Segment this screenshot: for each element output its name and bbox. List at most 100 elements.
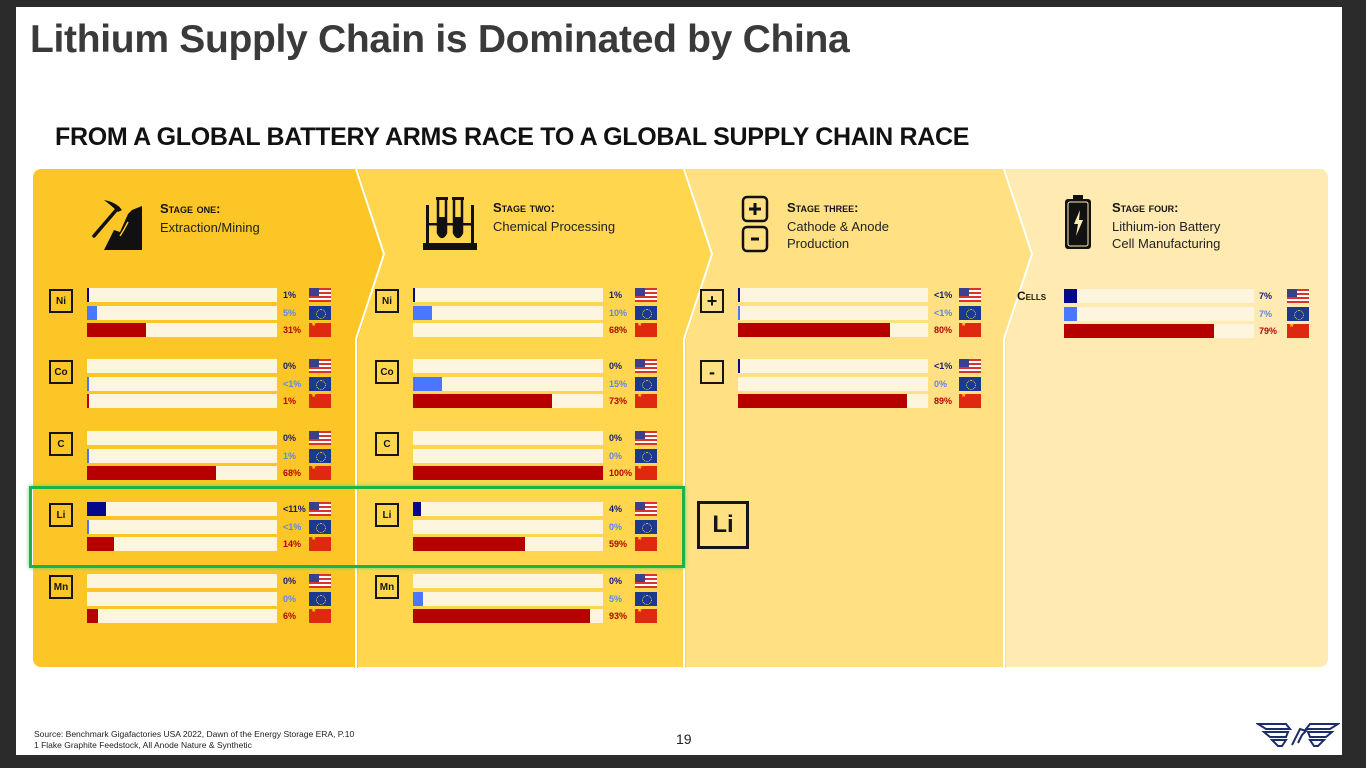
bar-fill-china <box>413 394 552 408</box>
bar-us <box>413 502 603 516</box>
bar-fill-us <box>1064 289 1078 303</box>
bar-fill-eu <box>87 376 89 391</box>
lithium-element-callout: Li <box>697 501 749 549</box>
us-flag-icon <box>635 359 657 373</box>
bar-china <box>413 394 603 408</box>
us-flag-icon <box>1287 289 1309 303</box>
value-label-china: 73% <box>609 396 628 406</box>
value-label-china: 31% <box>283 325 302 335</box>
eagle-logo-icon <box>1256 723 1340 747</box>
chevron-divider-3 <box>1002 169 1034 668</box>
bar-fill-china <box>413 609 590 623</box>
value-label-us: 0% <box>609 433 623 443</box>
bar-fill-china <box>738 323 890 337</box>
value-label-china: 59% <box>609 539 628 549</box>
pickaxe-mountain-icon <box>92 200 142 250</box>
value-label-china: 100% <box>609 468 633 478</box>
bar-fill-eu <box>413 305 432 320</box>
eu-flag-icon <box>309 305 331 320</box>
source-footnote: Source: Benchmark Gigafactories USA 2022… <box>34 729 355 739</box>
value-label-china: 68% <box>609 325 628 335</box>
bar-fill-china <box>413 537 526 551</box>
stage-two-description: Chemical Processing <box>493 219 616 234</box>
bar-fill-eu <box>87 305 97 320</box>
bar-china <box>413 609 603 623</box>
value-label-us: 0% <box>609 576 623 586</box>
bar-fill-china <box>87 323 146 337</box>
china-flag-icon <box>635 609 657 623</box>
bar-fill-eu <box>87 448 89 463</box>
stage-three-panel <box>684 169 1004 667</box>
chevron-divider-2 <box>682 169 714 668</box>
stage-three-description-line2: Production <box>787 236 850 251</box>
element-label-anode: - <box>700 360 724 384</box>
graphite-footnote: 1 Flake Graphite Feedstock, All Anode Na… <box>34 740 252 750</box>
china-flag-icon <box>309 609 331 623</box>
bar-fill-china <box>87 466 217 480</box>
page-number: 19 <box>676 731 692 747</box>
bar-fill-us <box>413 502 421 516</box>
eu-flag-icon <box>635 448 657 463</box>
bar-china <box>413 537 603 551</box>
element-label-c: C <box>49 432 73 456</box>
bar-us <box>1064 289 1254 303</box>
bar-china <box>1064 324 1254 338</box>
bar-us <box>87 359 277 373</box>
eu-flag-icon <box>635 591 657 606</box>
bar-china <box>738 394 928 408</box>
lithium-highlight-box <box>29 486 685 568</box>
element-label-mn: Mn <box>49 575 73 599</box>
value-label-eu: <1% <box>934 307 953 318</box>
eu-flag-icon <box>959 376 981 391</box>
element-label-ni: Ni <box>375 289 399 313</box>
bar-china <box>413 323 603 337</box>
value-label-china: 89% <box>934 396 953 406</box>
element-label-li: Li <box>375 503 399 527</box>
bar-eu <box>413 448 603 463</box>
value-label-china: 68% <box>283 468 302 478</box>
value-label-us: 0% <box>283 576 297 586</box>
value-label-us: 1% <box>609 290 623 300</box>
china-flag-icon <box>309 537 331 551</box>
bar-us <box>87 288 277 302</box>
bar-eu <box>413 591 603 606</box>
value-label-china: 79% <box>1259 326 1278 336</box>
element-label-co: Co <box>375 360 399 384</box>
value-label-eu: 0% <box>934 378 948 389</box>
us-flag-icon <box>959 288 981 302</box>
chevron-divider-1 <box>354 169 386 668</box>
value-label-eu: 5% <box>609 593 623 604</box>
value-label-eu: <1% <box>283 378 302 389</box>
bar-eu <box>87 448 277 463</box>
bar-us <box>413 288 603 302</box>
value-label-eu: 0% <box>609 450 623 461</box>
eu-flag-icon <box>309 448 331 463</box>
bar-fill-eu <box>1064 306 1078 321</box>
bar-eu <box>413 376 603 391</box>
bar-fill-us <box>738 359 740 373</box>
value-label-us: 0% <box>283 361 297 371</box>
value-label-eu: <1% <box>283 521 302 532</box>
value-label-china: 93% <box>609 611 628 621</box>
value-label-us: 0% <box>609 361 623 371</box>
test-tubes-icon <box>423 197 477 250</box>
bar-fill-china <box>87 609 99 623</box>
stage-three-title: Stage three: <box>787 200 859 215</box>
us-flag-icon <box>635 431 657 445</box>
stage-three-description-line1: Cathode & Anode <box>787 219 889 234</box>
us-flag-icon <box>309 574 331 588</box>
bar-eu <box>738 305 928 320</box>
china-flag-icon <box>1287 324 1309 338</box>
value-label-eu: 10% <box>609 307 628 318</box>
stage-four-description-line2: Cell Manufacturing <box>1112 236 1221 251</box>
bar-fill-eu <box>738 305 740 320</box>
china-flag-icon <box>635 394 657 408</box>
china-flag-icon <box>959 323 981 337</box>
eu-flag-icon <box>635 519 657 534</box>
bar-china <box>87 466 277 480</box>
stage-one-description: Extraction/Mining <box>160 220 260 235</box>
bar-fill-us <box>87 288 89 302</box>
element-label-c: C <box>375 432 399 456</box>
value-label-us: <11% <box>283 504 306 514</box>
value-label-china: 1% <box>283 396 297 406</box>
